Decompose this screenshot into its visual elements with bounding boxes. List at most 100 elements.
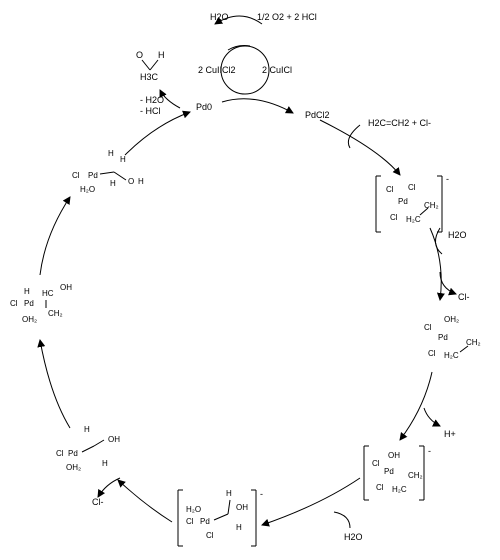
product-out-arrow <box>159 89 181 109</box>
product-methyl: H3C <box>140 72 159 82</box>
molecule-h2o: H₂O <box>186 505 201 514</box>
atom-cl: Cl <box>56 449 64 458</box>
complex-chloro-hydroxyethyl: Cl Pd OH₂ H OH H <box>56 425 120 472</box>
atom-pd: Pd <box>200 517 210 526</box>
acetaldehyde-product: O H H3C <box>136 50 165 82</box>
bond <box>81 445 95 453</box>
atom-cl: Cl <box>10 299 18 308</box>
complex-pdcl3-ethylene: - Cl Cl Pd Cl H₂C CH₂ <box>375 174 449 233</box>
atom-pd: Pd <box>384 467 394 476</box>
arrow-step-4 <box>261 477 361 527</box>
bond <box>459 345 469 353</box>
atom-cl: Cl <box>72 171 80 180</box>
bond <box>93 439 105 447</box>
loss-label: - H2O - HCl <box>140 95 167 116</box>
group-h2c: H₂C <box>444 351 459 360</box>
atom-cl: Cl <box>428 349 436 358</box>
bond <box>419 207 429 216</box>
atom-h: H <box>24 287 30 296</box>
group-oh: OH <box>60 283 72 292</box>
atom-h: H <box>110 179 116 188</box>
group-ch2: CH₂ <box>466 338 481 347</box>
atom-cl: Cl <box>376 483 384 492</box>
atom-cl: Cl <box>186 517 194 526</box>
bond <box>99 171 115 175</box>
arrow-step-6 <box>37 339 71 429</box>
atom-pd: Pd <box>88 171 98 180</box>
bond <box>213 513 229 521</box>
atom-cl: Cl <box>386 185 394 194</box>
group-h2c: H₂C <box>406 215 421 224</box>
group-h2c: H₂C <box>392 485 407 494</box>
proton-label: H+ <box>444 429 456 439</box>
loss-line-1: - H2O <box>140 95 164 105</box>
group-oh: OH <box>108 435 120 444</box>
atom-o: O <box>128 177 134 186</box>
molecule-oh2: OH₂ <box>22 315 37 324</box>
atom-h: H <box>108 149 114 158</box>
atom-cl: Cl <box>408 183 416 192</box>
atom-cl: Cl <box>372 459 380 468</box>
atom-h: H <box>138 177 144 186</box>
arrow-step-2 <box>429 227 445 301</box>
water-label-2: H2O <box>344 532 363 542</box>
cu-i-label: 2 CuICl <box>262 65 292 75</box>
group-oh: OH <box>236 503 248 512</box>
group-ch2: CH₂ <box>424 201 439 210</box>
ethylene-chloride-label: H2C=CH2 + Cl- <box>368 118 431 128</box>
water-in-arrow-1 <box>435 227 443 255</box>
charge-minus-1: - <box>446 174 449 184</box>
group-hc: HC <box>42 289 54 298</box>
pd0-to-pdcl2-arrow <box>221 98 294 114</box>
water-in-arrow-2 <box>333 511 351 529</box>
chloride-out-label-1: Cl- <box>458 292 470 302</box>
top-reagents-label: 1/2 O2 + 2 HCl <box>257 12 317 22</box>
arrow-step-3 <box>399 371 433 441</box>
arrow-step-8 <box>124 110 191 156</box>
cu-ii-label: 2 CuIICl2 <box>198 65 236 75</box>
product-ch-bond <box>149 59 159 71</box>
chloride-out-label-2: Cl- <box>92 497 104 507</box>
atom-h: H <box>236 523 242 532</box>
atom-h: H <box>120 155 126 164</box>
bond <box>227 499 231 515</box>
bond <box>113 171 127 181</box>
molecule-h2o: H₂O <box>80 185 95 194</box>
cu-arrow-left-in <box>227 45 251 51</box>
product-oxygen: O <box>136 50 143 60</box>
pdcl2-label: PdCl2 <box>305 110 330 120</box>
charge-minus-3: - <box>428 446 431 456</box>
atom-pd: Pd <box>68 449 78 458</box>
group-ch2: CH₂ <box>408 471 423 480</box>
molecule-oh2: OH₂ <box>444 315 459 324</box>
atom-pd: Pd <box>398 197 408 206</box>
side-arrows <box>97 89 457 529</box>
arrow-step-1 <box>319 119 401 176</box>
atom-pd: Pd <box>24 299 34 308</box>
atom-h: H <box>226 489 232 498</box>
arrow-step-5 <box>117 479 173 523</box>
main-cycle-arrows <box>37 110 445 527</box>
atom-pd: Pd <box>438 333 448 342</box>
arrow-step-7 <box>39 196 71 276</box>
molecule-oh2: OH₂ <box>66 463 81 472</box>
atom-h: H <box>102 459 108 468</box>
charge-minus-4: - <box>260 489 263 499</box>
complex-pdcl2-water-ethylene: Cl OH₂ Pd Cl H₂C CH₂ <box>424 315 481 360</box>
atom-cl: Cl <box>390 213 398 222</box>
top-water-label: H2O <box>210 12 229 22</box>
product-co-bond <box>141 59 151 71</box>
atom-cl: Cl <box>206 531 214 540</box>
pd0-label: Pd0 <box>196 102 212 112</box>
chloride-out-arrow-2 <box>97 477 121 498</box>
complex-enol-hydride: H Cl Pd OH₂ HC OH CH₂ <box>10 283 72 324</box>
loss-line-2: - HCl <box>140 106 161 116</box>
atom-cl: Cl <box>424 323 432 332</box>
complex-alkoxy-elimination: Cl Pd H₂O H H H O H <box>72 149 144 194</box>
chloride-out-arrow-1 <box>439 271 457 296</box>
atom-h: H <box>84 425 90 434</box>
complex-hydroxypalladation: - H₂O Cl Pd Cl H OH H <box>177 489 263 547</box>
water-label-1: H2O <box>448 230 467 240</box>
proton-out-arrow <box>423 407 441 427</box>
